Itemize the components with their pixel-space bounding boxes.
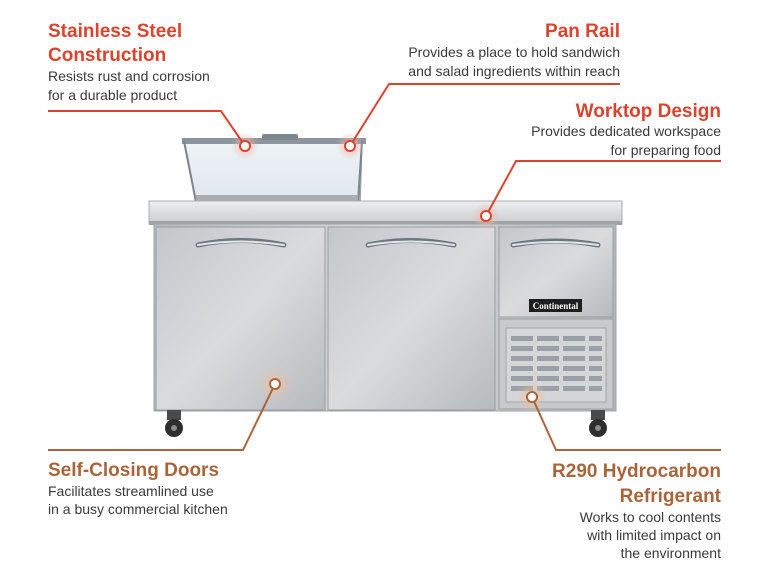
- r290-marker: [526, 391, 538, 403]
- doors-leader-line: [48, 383, 276, 451]
- worktop-desc-line2: for preparing food: [610, 142, 721, 158]
- pan-rail-marker: [344, 140, 356, 152]
- stainless-desc-line2: for a durable product: [48, 87, 178, 103]
- doors-title: Self-Closing Doors: [48, 460, 220, 481]
- worktop-leader-line: [485, 160, 721, 217]
- r290-desc-line3: the environment: [620, 545, 721, 561]
- worktop-desc-line1: Provides dedicated workspace: [531, 123, 721, 139]
- stainless-title-line1: Stainless Steel: [48, 21, 183, 42]
- r290-desc-line1: Works to cool contents: [579, 509, 721, 525]
- r290-title-line1: R290 Hydrocarbon: [552, 461, 721, 482]
- worktop: [148, 200, 623, 225]
- left-door: [155, 226, 326, 411]
- stainless-leader-line: [48, 110, 246, 147]
- worktop-marker: [480, 210, 492, 222]
- r290-leader-line: [531, 396, 721, 451]
- stainless-desc-line1: Resists rust and corrosion: [48, 68, 210, 84]
- casters: [165, 410, 607, 437]
- pan-rail-desc-line1: Provides a place to hold sandwich: [408, 44, 620, 60]
- pan-rail-leader-line: [349, 83, 620, 147]
- middle-door: [327, 226, 496, 411]
- r290-desc-line2: with limited impact on: [587, 527, 721, 543]
- doors-desc-line1: Facilitates streamlined use: [48, 483, 214, 499]
- r290-title-line2: Refrigerant: [619, 486, 721, 507]
- worktop-title: Worktop Design: [575, 101, 721, 122]
- stainless-title-line2: Construction: [48, 45, 167, 66]
- doors-marker: [269, 378, 281, 390]
- brand-badge: Continental: [529, 299, 582, 312]
- brand-label: Continental: [533, 301, 579, 311]
- stainless-marker: [239, 140, 251, 152]
- pan-rail-desc-line2: and salad ingredients within reach: [408, 63, 620, 79]
- pan-rail-title: Pan Rail: [545, 21, 620, 42]
- doors-desc-line2: in a busy commercial kitchen: [48, 501, 228, 517]
